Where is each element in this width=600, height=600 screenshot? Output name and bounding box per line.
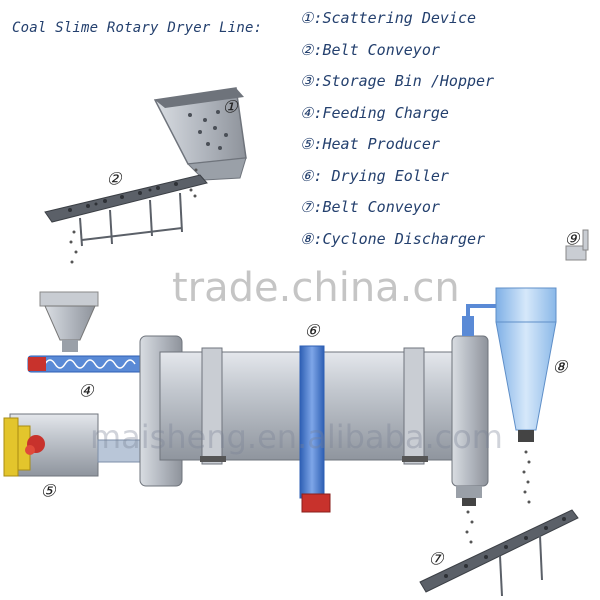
legend-item-5: ⑤:Heat Producer xyxy=(300,135,440,153)
callout-7: ⑦ xyxy=(428,550,444,570)
legend-item-8: ⑧:Cyclone Discharger xyxy=(300,229,486,248)
legend-item-3: ③:Storage Bin /Hopper xyxy=(300,72,495,90)
cyclone-discharger xyxy=(495,287,557,504)
diagram-title: Coal Slime Rotary Dryer Line: xyxy=(12,20,263,36)
belt-conveyor-lower xyxy=(419,509,579,597)
legend-item-2: ②:Belt Conveyor xyxy=(300,40,440,59)
watermark-alibaba: maisheng.en.alibaba.com xyxy=(90,418,503,456)
legend-item-1: ①:Scattering Device xyxy=(300,9,477,27)
watermark-trade-china: trade.china.cn xyxy=(172,265,460,311)
feeding-charge xyxy=(27,291,145,373)
legend-item-6: ⑥: Drying Eoller xyxy=(300,166,449,185)
belt-conveyor-upper xyxy=(44,174,208,264)
callout-5: ⑤ xyxy=(40,482,56,502)
callout-6: ⑥ xyxy=(304,322,320,342)
callout-1: ① xyxy=(222,98,238,118)
legend-item-7: ⑦:Belt Conveyor xyxy=(300,198,440,216)
callout-4: ④ xyxy=(78,382,94,402)
component-legend: ①:Scattering Device ②:Belt Conveyor ③:St… xyxy=(300,6,600,258)
callout-9: ⑨ xyxy=(564,230,580,250)
heat-producer xyxy=(3,413,147,477)
drying-roller xyxy=(139,304,510,544)
outlet-fan xyxy=(565,229,589,261)
callout-8: ⑧ xyxy=(552,358,568,378)
legend-item-4: ④:Feeding Charge xyxy=(300,103,449,122)
scattering-device xyxy=(153,87,247,198)
callout-2: ② xyxy=(106,170,122,190)
